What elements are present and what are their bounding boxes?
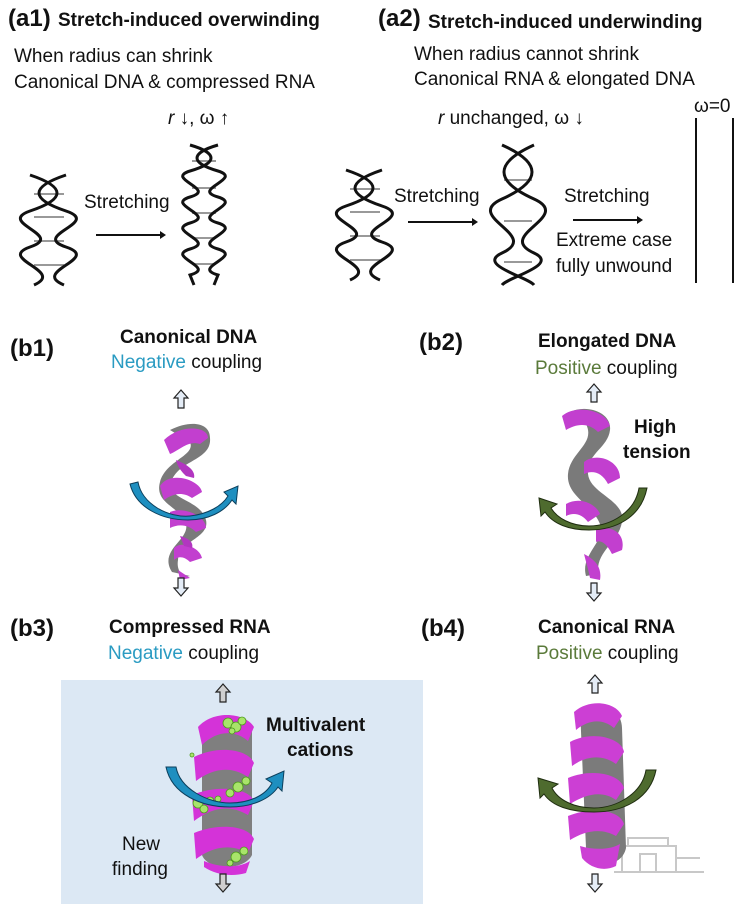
high-tension-line2: tension <box>623 442 691 463</box>
stretch-arrow-icon <box>408 218 478 226</box>
dna-molecule-icon <box>562 408 623 580</box>
stretch-arrow-icon <box>96 231 166 239</box>
pull-up-arrow-icon <box>586 383 602 403</box>
new-label: New <box>122 834 161 855</box>
twist-arrow-icon <box>165 766 285 808</box>
panel-a1-examples: Canonical DNA & compressed RNA <box>14 72 315 93</box>
panel-b2-label: (b2) <box>419 329 463 356</box>
panel-b4-label: (b4) <box>421 615 465 642</box>
pull-up-arrow-icon <box>173 389 189 409</box>
omega-zero-label: ω=0 <box>694 96 731 117</box>
pull-down-arrow-icon <box>587 873 603 893</box>
dna-helix-icon <box>334 168 394 282</box>
rna-molecule-icon <box>568 703 626 869</box>
coupling-type: Negative <box>111 352 186 373</box>
pull-down-arrow-icon <box>173 577 189 597</box>
twist-arrow-icon <box>129 481 239 521</box>
coupling-word: coupling <box>602 643 679 664</box>
panel-b2-coupling: Positive coupling <box>535 358 678 380</box>
pull-up-arrow-icon <box>587 674 603 694</box>
panel-a2-relation: r unchanged, ω ↓ <box>438 108 584 130</box>
dna-helix-icon <box>18 173 78 287</box>
finding-label: finding <box>112 859 168 880</box>
panel-a2-arrow-label-1: Stretching <box>394 186 480 207</box>
coupling-type: Positive <box>535 358 602 379</box>
panel-b2-title: Elongated DNA <box>538 331 677 352</box>
pull-down-arrow-icon <box>215 873 231 893</box>
panel-a2-condition: When radius cannot shrink <box>414 44 639 65</box>
dna-helix-underwound-icon <box>489 143 547 287</box>
dna-molecule-icon <box>159 423 211 580</box>
dna-helix-stretched-icon <box>181 143 227 286</box>
twist-arrow-icon <box>537 769 657 813</box>
rna-molecule-with-cations-icon <box>189 714 254 875</box>
coupling-type: Negative <box>108 643 183 664</box>
high-tension-line1: High <box>634 417 677 438</box>
panel-a2-title: Stretch-induced underwinding <box>428 12 703 33</box>
radius-symbol: r <box>438 108 445 129</box>
panel-b3-coupling: Negative coupling <box>108 643 259 665</box>
panel-a2-label: (a2) <box>378 5 421 32</box>
unwound-strands-icon <box>695 118 734 283</box>
pull-down-arrow-icon <box>586 582 602 602</box>
multivalent-label: Multivalent <box>266 715 366 736</box>
extreme-case-label: Extreme case <box>556 230 673 251</box>
panel-b1-title: Canonical DNA <box>120 327 258 348</box>
panel-b1-coupling: Negative coupling <box>111 352 262 374</box>
panel-a1-label: (a1) <box>8 5 51 32</box>
twist-arrow-icon <box>538 487 648 531</box>
coupling-word: coupling <box>183 643 260 664</box>
panel-a1-relation: r ↓, ω ↑ <box>168 108 229 130</box>
pull-up-arrow-icon <box>215 683 231 703</box>
stretch-arrow-icon <box>573 216 643 224</box>
panel-b4-coupling: Positive coupling <box>536 643 679 665</box>
coupling-word: coupling <box>186 352 263 373</box>
coupling-word: coupling <box>601 358 678 379</box>
relation-text: ↓, ω ↑ <box>174 108 230 129</box>
panel-a2-arrow-label-2: Stretching <box>564 186 650 207</box>
panel-a2-examples: Canonical RNA & elongated DNA <box>414 69 695 90</box>
watermark-building-icon <box>614 837 704 873</box>
panel-b1-label: (b1) <box>10 335 54 362</box>
relation-text: unchanged, ω ↓ <box>444 108 584 129</box>
panel-a1-arrow-label: Stretching <box>84 192 170 213</box>
panel-b3-title: Compressed RNA <box>109 617 271 638</box>
panel-a1-condition: When radius can shrink <box>14 46 213 67</box>
radius-symbol: r <box>168 108 175 129</box>
panel-b3-label: (b3) <box>10 615 54 642</box>
fully-unwound-label: fully unwound <box>556 256 673 277</box>
panel-b4-title: Canonical RNA <box>538 617 676 638</box>
panel-a1-title: Stretch-induced overwinding <box>58 10 320 31</box>
cations-label: cations <box>287 740 354 761</box>
coupling-type: Positive <box>536 643 603 664</box>
